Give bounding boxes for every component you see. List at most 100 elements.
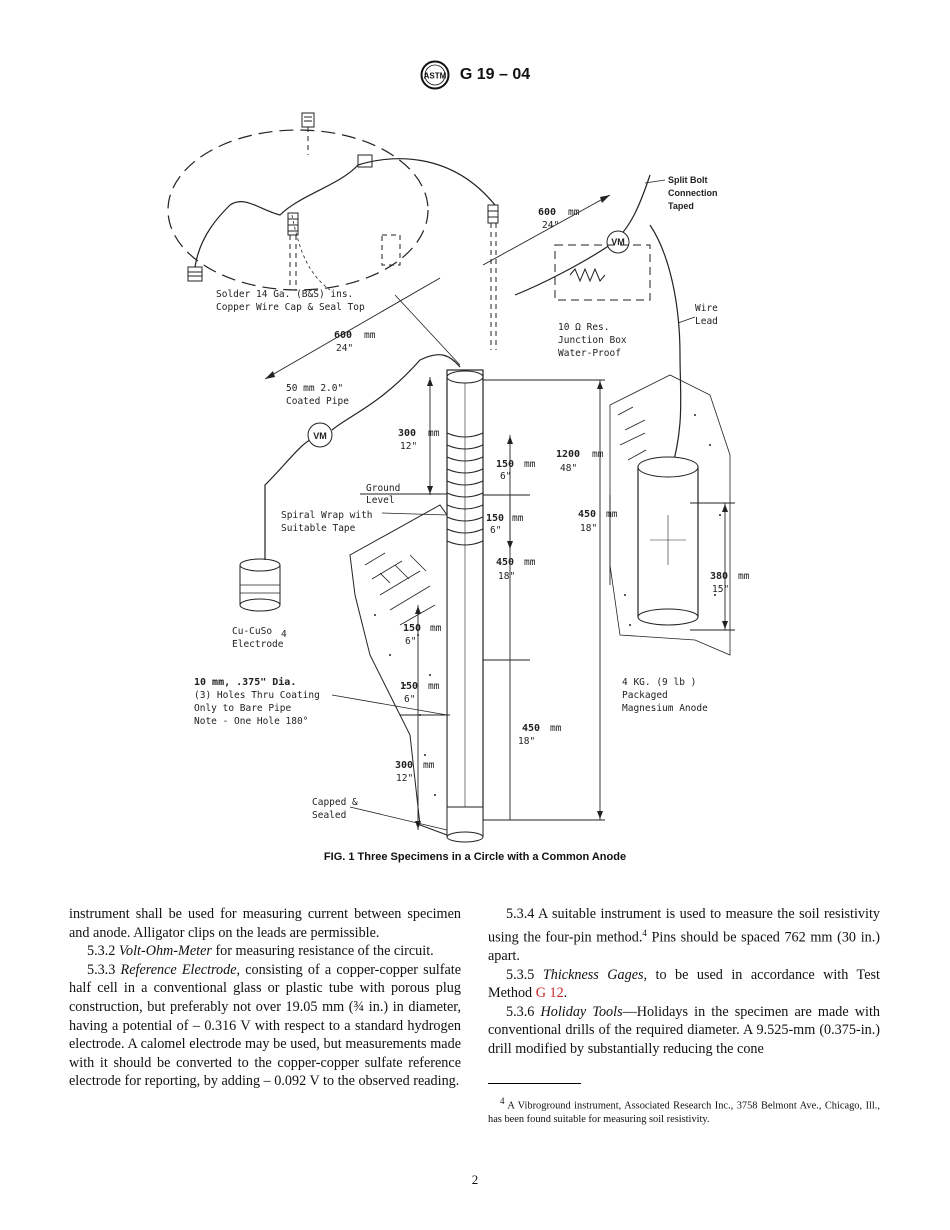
paragraph-5-3-4: 5.3.4 A suitable instrument is used to m… [488, 906, 880, 964]
svg-text:150: 150 [403, 623, 421, 634]
svg-text:Magnesium Anode: Magnesium Anode [622, 703, 708, 714]
svg-text:18": 18" [580, 523, 597, 534]
svg-text:Note - One Hole 180°: Note - One Hole 180° [194, 716, 308, 727]
svg-text:6": 6" [405, 636, 416, 647]
specimen-left [187, 266, 203, 282]
test-setup-diagram: VM [167, 112, 750, 843]
svg-text:1200: 1200 [556, 449, 580, 460]
resistor-icon [569, 267, 606, 283]
svg-text:300: 300 [398, 428, 416, 439]
svg-text:mm: mm [428, 681, 440, 692]
svg-text:Spiral Wrap with: Spiral Wrap with [281, 510, 373, 521]
svg-text:Ground: Ground [366, 483, 400, 494]
reference-electrode [239, 558, 281, 612]
svg-text:Lead: Lead [695, 316, 718, 327]
standard-code: G 19 – 04 [459, 66, 531, 83]
svg-text:Sealed: Sealed [312, 810, 346, 821]
svg-text:mm: mm [524, 459, 536, 470]
page-header: ASTM G 19 – 04 [0, 60, 950, 90]
figure-labels: Split Bolt Connection Taped 600 mm 24" S… [194, 175, 750, 821]
voltmeter-icon [606, 230, 630, 254]
svg-text:12": 12" [400, 441, 417, 452]
svg-text:Connection: Connection [668, 188, 718, 198]
coated-pipe [446, 369, 484, 843]
svg-text:mm: mm [512, 513, 524, 524]
svg-text:mm: mm [430, 623, 442, 634]
lead-wire [514, 174, 651, 296]
svg-text:380: 380 [710, 571, 728, 582]
svg-text:Electrode: Electrode [232, 639, 284, 650]
svg-text:4 KG. (9 lb ): 4 KG. (9 lb ) [622, 677, 696, 688]
svg-text:Capped &: Capped & [312, 797, 358, 808]
paragraph-5-3-2: 5.3.2 Volt-Ohm-Meter for measuring resis… [87, 943, 434, 960]
paragraph-5-3-6: 5.3.6 Holiday Tools—Holidays in the spec… [488, 1003, 880, 1057]
g12-link[interactable]: G 12 [535, 985, 564, 1002]
svg-text:18": 18" [518, 736, 535, 747]
svg-text:Suitable Tape: Suitable Tape [281, 523, 356, 534]
specimen-circle [167, 129, 429, 291]
svg-text:150: 150 [486, 513, 504, 524]
svg-text:Junction Box: Junction Box [558, 335, 627, 346]
svg-text:Water-Proof: Water-Proof [558, 348, 621, 359]
svg-text:450: 450 [522, 723, 540, 734]
svg-text:50 mm 2.0": 50 mm 2.0" [286, 383, 343, 394]
svg-text:mm: mm [364, 330, 376, 341]
svg-text:10 mm, .375" Dia.: 10 mm, .375" Dia. [194, 676, 296, 688]
svg-text:4: 4 [281, 629, 287, 640]
svg-text:300: 300 [395, 760, 413, 771]
figure-caption: FIG. 1 Three Specimens in a Circle with … [323, 851, 627, 863]
svg-text:Only to Bare Pipe: Only to Bare Pipe [194, 703, 292, 714]
soil-right [609, 374, 731, 656]
svg-text:mm: mm [568, 207, 580, 218]
svg-text:ASTM: ASTM [424, 72, 447, 81]
specimen-dashed [381, 234, 401, 266]
svg-text:450: 450 [578, 509, 596, 520]
svg-text:Packaged: Packaged [622, 690, 668, 701]
svg-text:450: 450 [496, 557, 514, 568]
svg-text:Cu-CuSo: Cu-CuSo [232, 626, 272, 637]
svg-text:Solder 14 Ga. (B&S) ins.: Solder 14 Ga. (B&S) ins. [216, 289, 353, 300]
svg-text:12": 12" [396, 773, 413, 784]
specimen-top [301, 112, 315, 155]
specimen-center [287, 212, 299, 290]
specimen-right [487, 204, 499, 350]
svg-text:600: 600 [334, 330, 352, 341]
svg-text:24": 24" [542, 220, 559, 231]
svg-text:24": 24" [336, 343, 353, 354]
soil-left [349, 504, 448, 836]
svg-text:mm: mm [606, 509, 618, 520]
junction-box [554, 244, 651, 301]
svg-text:Wire: Wire [695, 303, 718, 314]
svg-text:mm: mm [423, 760, 435, 771]
svg-text:VM: VM [611, 237, 625, 247]
svg-text:6": 6" [500, 471, 511, 482]
connector-box [357, 154, 373, 168]
svg-text:VM: VM [313, 431, 327, 441]
svg-text:mm: mm [592, 449, 604, 460]
svg-text:48": 48" [560, 463, 577, 474]
magnesium-anode [637, 456, 699, 626]
svg-text:18": 18" [498, 571, 515, 582]
dimension-lines [264, 194, 735, 830]
svg-text:Taped: Taped [668, 201, 694, 211]
dimension-arrows [265, 195, 728, 829]
svg-text:mm: mm [738, 571, 750, 582]
svg-text:150: 150 [400, 681, 418, 692]
circle-wire [194, 158, 496, 268]
svg-text:Level: Level [366, 495, 395, 506]
svg-text:Coated Pipe: Coated Pipe [286, 396, 349, 407]
svg-text:(3) Holes Thru Coating: (3) Holes Thru Coating [194, 690, 320, 701]
left-column: instrument shall be used for measuring c… [69, 905, 461, 1091]
svg-text:600: 600 [538, 207, 556, 218]
figure-1: VM [150, 95, 790, 845]
paragraph: instrument shall be used for measuring c… [69, 906, 461, 941]
right-column: 5.3.4 A suitable instrument is used to m… [488, 905, 880, 1058]
paragraph-5-3-5: 5.3.5 Thickness Gages, to be used in acc… [488, 966, 880, 1002]
paragraph-5-3-3: 5.3.3 Reference Electrode, consisting of… [69, 961, 461, 1090]
page-number: 2 [471, 1172, 479, 1187]
svg-text:10 Ω Res.: 10 Ω Res. [558, 322, 609, 333]
astm-logo-icon: ASTM [420, 60, 450, 90]
svg-text:150: 150 [496, 459, 514, 470]
svg-text:6": 6" [404, 694, 415, 705]
footnote: 4 A Vibroground instrument, Associated R… [488, 1096, 880, 1126]
